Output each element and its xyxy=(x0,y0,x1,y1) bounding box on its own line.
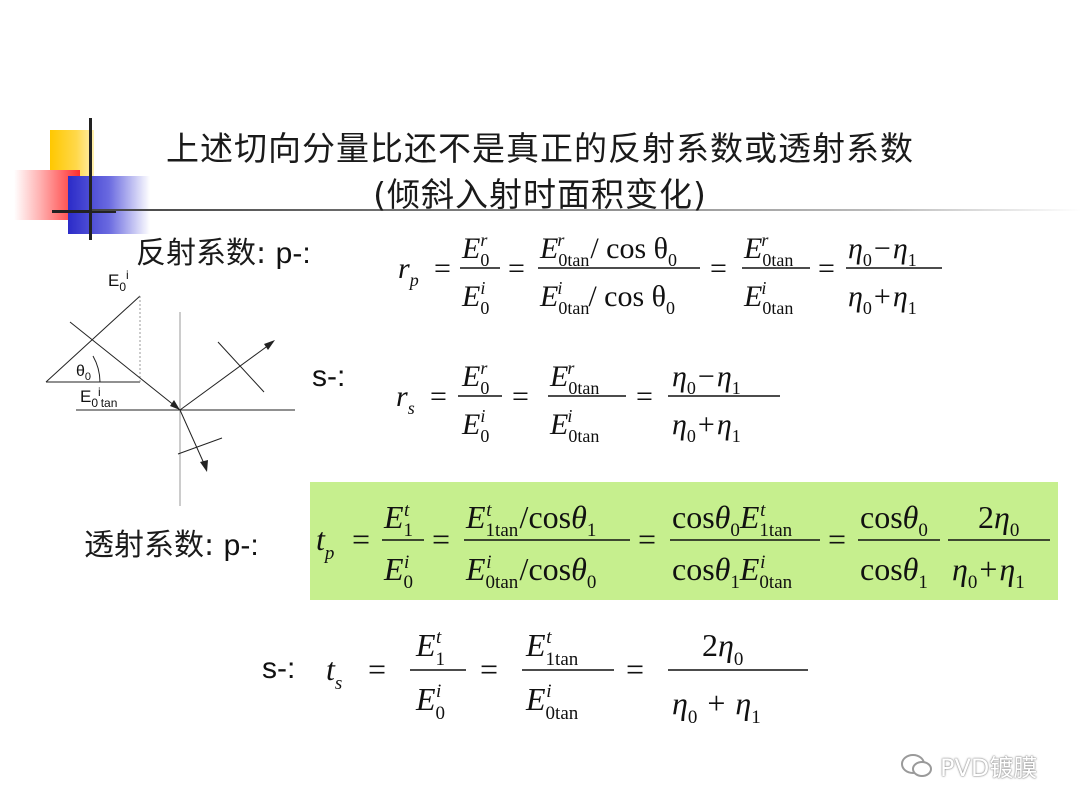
rp-formula: rp = E0r E0i = E0tanr/ cos θ0 E0tani/ co… xyxy=(398,230,942,318)
svg-text:E0tanr: E0tanr xyxy=(549,358,599,398)
svg-text:η0−η1: η0−η1 xyxy=(848,232,917,270)
svg-text:E0i: E0i xyxy=(108,268,129,294)
reflected-field-line xyxy=(217,341,265,393)
svg-text:=: = xyxy=(636,380,653,413)
watermark-text: PVD镀膜 xyxy=(940,754,1038,782)
svg-text:E0itan: E0itan xyxy=(80,385,117,410)
watermark: PVD镀膜 xyxy=(900,748,1037,783)
svg-text:η0+η1: η0+η1 xyxy=(952,551,1025,593)
rp-symbol: r xyxy=(398,252,410,285)
svg-text:η0−η1: η0−η1 xyxy=(672,360,741,398)
svg-text:=: = xyxy=(512,380,529,413)
svg-text:E1t: E1t xyxy=(415,627,445,670)
svg-text:=: = xyxy=(508,252,525,285)
svg-text:E0tanr/ cos θ0: E0tanr/ cos θ0 xyxy=(539,230,677,270)
svg-text:E0tani: E0tani xyxy=(549,406,599,446)
diagram-e0itan-sup: i xyxy=(98,385,101,399)
transmitted-arrow-icon xyxy=(200,460,208,472)
svg-text:=: = xyxy=(710,252,727,285)
svg-text:cosθ0: cosθ0 xyxy=(860,499,928,541)
transmitted-field-line xyxy=(177,437,223,455)
reflection-coefficient-label: 反射系数: p-: xyxy=(136,228,311,272)
svg-text:E0tanr: E0tanr xyxy=(743,230,793,270)
svg-text:cosθ1: cosθ1 xyxy=(860,551,928,593)
reflection-p-label: p-: xyxy=(275,237,311,270)
diagram-theta-label: θ xyxy=(76,363,85,380)
svg-text:E1t: E1t xyxy=(383,499,413,541)
diagram-e0i-label: E xyxy=(108,271,119,290)
logo-vertical-bar xyxy=(89,118,92,240)
wechat-icon xyxy=(901,753,932,777)
svg-text:=: = xyxy=(626,651,644,687)
reflection-s-label: s-: xyxy=(312,360,346,393)
logo-blue-square xyxy=(68,176,150,234)
svg-text:=: = xyxy=(430,380,447,413)
diagram-e0i-sup: i xyxy=(126,268,129,282)
svg-text:E0tani/cosθ0: E0tani/cosθ0 xyxy=(465,551,596,593)
transmission-label: 透射系数: xyxy=(84,528,215,563)
svg-text:E0r: E0r xyxy=(461,230,489,270)
svg-text:E1tant: E1tant xyxy=(525,627,579,670)
svg-text:=: = xyxy=(828,521,846,557)
rs-formula: rs = E0r E0i = E0tanr E0tani = η0−η1 η0+… xyxy=(396,358,780,446)
svg-text:=: = xyxy=(432,521,450,557)
transmission-s-label: s-: xyxy=(262,652,296,685)
diagram-e0itan-sub: 0 xyxy=(91,396,98,410)
svg-text:E1tant/cosθ1: E1tant/cosθ1 xyxy=(465,499,596,541)
svg-text:E0tani: E0tani xyxy=(525,681,579,724)
svg-text:E0i: E0i xyxy=(415,681,445,724)
svg-text:cosθ0E1tant: cosθ0E1tant xyxy=(672,499,793,541)
svg-text:η0+η1: η0+η1 xyxy=(672,685,761,728)
svg-text:=: = xyxy=(638,521,656,557)
svg-text:E0i: E0i xyxy=(461,278,489,318)
svg-text:2η0: 2η0 xyxy=(702,627,743,670)
svg-text:tp: tp xyxy=(316,521,334,564)
transmission-p-label: p-: xyxy=(223,529,259,562)
svg-text:=: = xyxy=(818,252,835,285)
angle-arc xyxy=(92,355,101,383)
diagram-theta-sub: 0 xyxy=(85,371,91,383)
svg-text:ts: ts xyxy=(326,651,342,694)
svg-text:E0i: E0i xyxy=(383,551,413,593)
svg-text:=: = xyxy=(368,651,386,687)
svg-text:E0tani: E0tani xyxy=(743,278,793,318)
tp-formula: tp = E1t E0i = E1tant/cosθ1 E0tani/cosθ0… xyxy=(316,499,1050,593)
reflection-label: 反射系数: xyxy=(136,236,267,271)
svg-text:η0+η1: η0+η1 xyxy=(848,280,917,318)
svg-text:θ0: θ0 xyxy=(76,363,91,383)
diagram-e0itan-sub2: tan xyxy=(101,396,118,410)
reflected-arrow-icon xyxy=(264,340,275,350)
transmitted-ray xyxy=(179,409,207,469)
incident-field-line xyxy=(45,295,141,383)
svg-text:rs: rs xyxy=(396,380,415,418)
logo-decoration xyxy=(0,100,170,250)
incident-arrow-icon xyxy=(170,400,180,410)
diagram-e0i-sub: 0 xyxy=(119,280,126,294)
svg-text:E0r: E0r xyxy=(461,358,489,398)
logo-horizontal-bar xyxy=(52,210,116,213)
ray-diagram: E0i θ0 E0itan xyxy=(45,268,295,506)
title-divider xyxy=(92,209,1080,211)
svg-text:E0tani/ cos θ0: E0tani/ cos θ0 xyxy=(539,278,675,318)
svg-text:=: = xyxy=(352,521,370,557)
ts-formula: ts = E1t E0i = E1tant E0tani = 2η0 η0+η1 xyxy=(326,627,808,728)
transmission-coefficient-label: 透射系数: p-: xyxy=(84,520,259,564)
tp-highlight-box xyxy=(310,482,1058,600)
diagram-e0itan-label: E xyxy=(80,387,91,406)
incident-ray xyxy=(69,321,181,411)
svg-text:rp: rp xyxy=(398,252,419,290)
rp-subscript: p xyxy=(408,270,419,290)
svg-text:η0+η1: η0+η1 xyxy=(672,408,741,446)
svg-text:cosθ1E0tani: cosθ1E0tani xyxy=(672,551,793,593)
reflected-ray xyxy=(179,341,274,411)
rp-eq-1: = xyxy=(434,252,451,285)
title-line-2: (倾斜入射时面积变化) xyxy=(373,175,707,214)
svg-text:=: = xyxy=(480,651,498,687)
svg-text:2η0: 2η0 xyxy=(978,499,1019,541)
svg-text:E0i: E0i xyxy=(461,406,489,446)
title-line-1: 上述切向分量比还不是真正的反射系数或透射系数 xyxy=(166,129,914,168)
